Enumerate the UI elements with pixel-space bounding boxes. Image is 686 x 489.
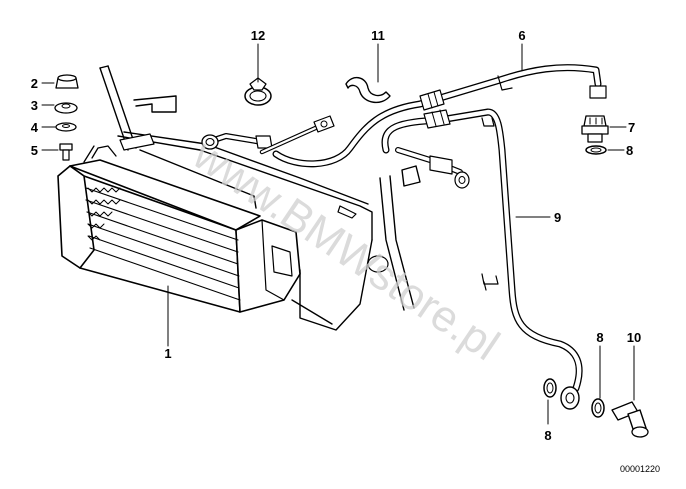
callout-9: 9: [554, 210, 561, 225]
hose-clamp: [244, 77, 272, 106]
middle-oil-pipe: [395, 147, 470, 189]
callout-8-left: 8: [544, 428, 551, 443]
oil-cooler: [57, 133, 301, 313]
sealing-ring-right: [591, 398, 605, 418]
callout-7: 7: [628, 120, 635, 135]
rubber-mount: [54, 102, 78, 114]
callout-4: 4: [31, 120, 39, 135]
cooler-connection-pipe: [201, 115, 335, 155]
callout-8-right: 8: [596, 330, 603, 345]
callout-12: 12: [251, 28, 265, 43]
callout-11: 11: [371, 28, 385, 43]
sealing-ring-upper: [585, 145, 607, 155]
leader-lines: [41, 43, 635, 425]
lower-oil-line: [381, 108, 583, 410]
upper-oil-line: [272, 64, 607, 168]
callout-2: 2: [31, 76, 38, 91]
union-fitting: [581, 115, 609, 143]
rubber-grommet: [55, 74, 79, 89]
sealing-ring-left: [543, 378, 557, 398]
callout-1: 1: [164, 346, 171, 361]
diagram-number: 00001220: [620, 464, 660, 474]
hex-bolt-small: [59, 143, 73, 161]
callout-8-upper: 8: [626, 143, 633, 158]
mounting-frame: [99, 65, 421, 331]
callout-6: 6: [518, 28, 525, 43]
callout-3: 3: [31, 98, 38, 113]
callout-5: 5: [31, 143, 38, 158]
callout-10: 10: [627, 330, 641, 345]
banjo-bolt: [611, 401, 649, 438]
hose-holder: [345, 77, 391, 103]
washer-plain: [55, 122, 77, 132]
